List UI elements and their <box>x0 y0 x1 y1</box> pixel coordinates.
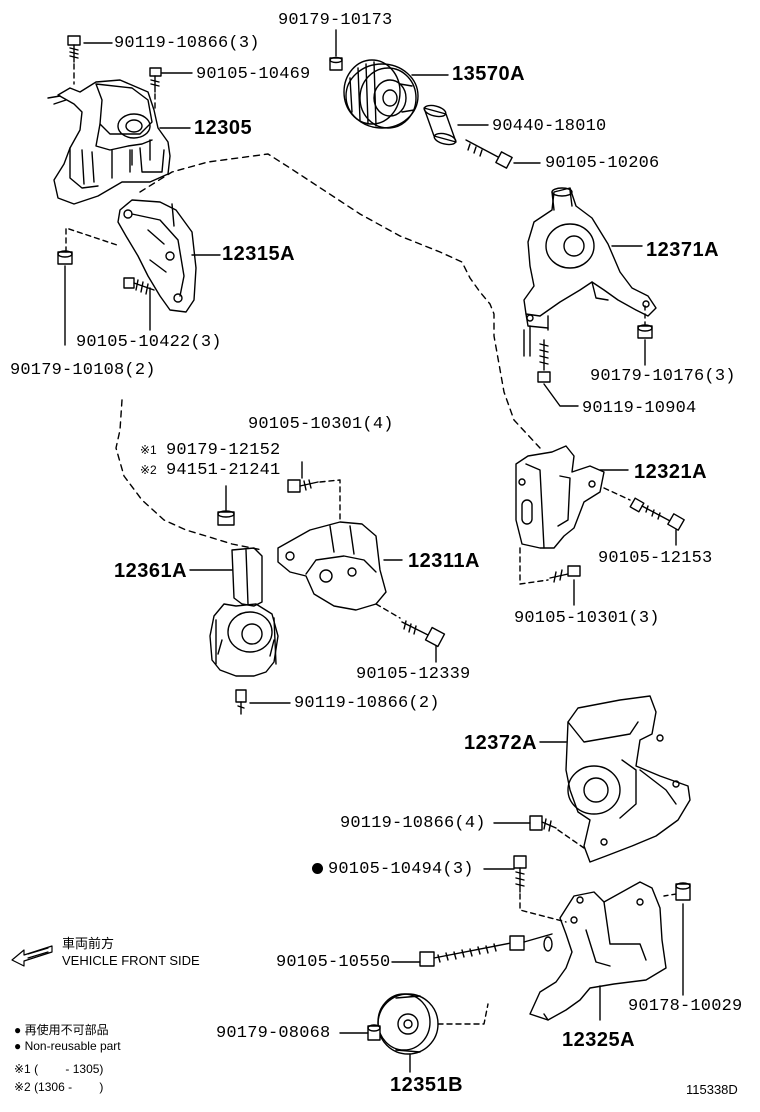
label-12351B: 12351B <box>390 1074 464 1096</box>
bolt-90119-10904 <box>537 339 551 383</box>
nut-90179-10176 <box>637 324 653 339</box>
bracket-12325A <box>529 881 667 1021</box>
idler-pulley-13570A <box>343 59 419 129</box>
bolt-90105-12339 <box>401 620 446 648</box>
mark-note2: ※2 <box>140 463 157 477</box>
bolt-90119-10866-4 <box>529 815 557 832</box>
label-90105-10206: 90105-10206 <box>545 154 660 173</box>
bolt-90105-10469 <box>149 67 162 93</box>
bolt-90119-10866-top <box>67 35 81 63</box>
collar-90440-18010 <box>423 104 457 146</box>
nut-90179-10173 <box>329 56 343 71</box>
legend-nonreusable-en: ● Non-reusable part <box>14 1039 121 1053</box>
bracket-12321A <box>515 445 605 549</box>
engine-mount-12361A <box>209 547 279 677</box>
front-arrow-icon <box>11 945 53 967</box>
legend-front-en: VEHICLE FRONT SIDE <box>62 953 200 968</box>
bolt-90119-10866-2 <box>235 689 247 715</box>
label-90179-10108-2: 90179-10108(2) <box>10 361 156 380</box>
label-12371A: 12371A <box>646 239 720 261</box>
bolt-90105-10550 <box>419 933 553 967</box>
nut-90178-10029 <box>675 882 691 901</box>
legend-nonreusable-jp: ● 再使用不可部品 <box>14 1023 109 1037</box>
engine-mount-12371A <box>523 187 657 357</box>
bracket-12311A <box>277 521 387 611</box>
label-13570A: 13570A <box>452 63 526 85</box>
label-90440-18010: 90440-18010 <box>492 117 607 136</box>
bolt-90105-10301-4 <box>287 479 319 493</box>
figure-id: 115338D <box>686 1082 738 1097</box>
label-12372A: 12372A <box>464 732 538 754</box>
label-90105-10494-3-text: 90105-10494(3) <box>328 860 474 879</box>
label-90105-10550: 90105-10550 <box>276 953 391 972</box>
label-90105-12339: 90105-12339 <box>356 665 471 684</box>
label-12311A: 12311A <box>408 550 480 572</box>
label-90105-10494-3: 90105-10494(3) <box>312 861 474 878</box>
label-12321A: 12321A <box>634 461 708 483</box>
label-12325A: 12325A <box>562 1029 636 1051</box>
label-90178-10029: 90178-10029 <box>628 997 743 1016</box>
idler-pulley-12351B <box>377 993 439 1055</box>
label-94151-21241: 94151-21241 <box>166 461 281 480</box>
bolt-90105-10494 <box>513 855 527 893</box>
nut-90179-10108 <box>57 250 73 265</box>
label-90119-10904: 90119-10904 <box>582 399 697 418</box>
mark-note1: ※1 <box>140 443 157 457</box>
bolt-90105-10301-3 <box>549 565 581 583</box>
bolt-90105-12153 <box>629 497 685 531</box>
label-90179-10173: 90179-10173 <box>278 11 393 30</box>
label-12305: 12305 <box>194 117 253 139</box>
legend-note2: ※2 (1306 - ) <box>14 1080 104 1094</box>
label-90105-10422-3: 90105-10422(3) <box>76 333 222 352</box>
label-90179-08068: 90179-08068 <box>216 1024 331 1043</box>
legend-note1: ※1 ( - 1305) <box>14 1062 104 1076</box>
label-90119-10866-3: 90119-10866(3) <box>114 34 260 53</box>
legend-front-jp: 車両前方 <box>62 936 115 951</box>
label-90105-12153: 90105-12153 <box>598 549 713 568</box>
label-90105-10301-3: 90105-10301(3) <box>514 609 660 628</box>
engine-mount-12305 <box>47 79 171 205</box>
bolt-90105-10206 <box>465 139 513 169</box>
nut-90179-08068 <box>367 1024 381 1041</box>
nonreusable-dot-icon <box>312 863 323 874</box>
label-12361A: 12361A <box>114 560 188 582</box>
nut-90179-12152 <box>217 510 235 526</box>
bracket-12315A <box>117 199 197 313</box>
label-12315A: 12315A <box>222 243 296 265</box>
engine-mount-12372A <box>565 695 691 863</box>
label-90179-12152: 90179-12152 <box>166 441 281 460</box>
label-90105-10469: 90105-10469 <box>196 65 311 84</box>
label-90119-10866-4: 90119-10866(4) <box>340 814 486 833</box>
label-90179-10176-3: 90179-10176(3) <box>590 367 736 386</box>
label-90119-10866-2: 90119-10866(2) <box>294 694 440 713</box>
label-90105-10301-4: 90105-10301(4) <box>248 415 394 434</box>
